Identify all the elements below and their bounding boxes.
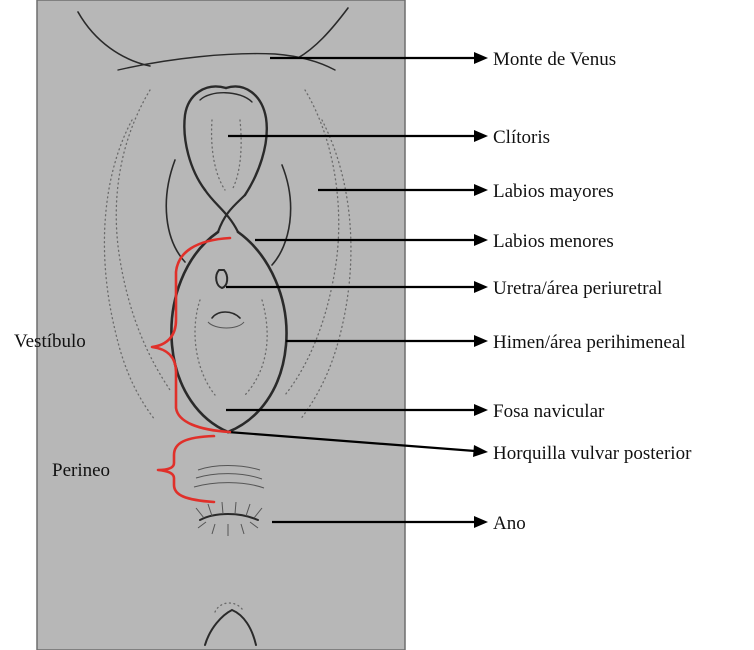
illustration-panel bbox=[37, 0, 405, 650]
label-himen: Himen/área perihimeneal bbox=[493, 332, 686, 353]
label-fosa-navicular: Fosa navicular bbox=[493, 401, 605, 422]
label-monte-de-venus: Monte de Venus bbox=[493, 49, 616, 70]
label-uretra: Uretra/área periuretral bbox=[493, 278, 662, 299]
label-vestibulo: Vestíbulo bbox=[14, 331, 86, 352]
label-horquilla: Horquilla vulvar posterior bbox=[493, 443, 692, 464]
label-labios-mayores: Labios mayores bbox=[493, 181, 614, 202]
label-perineo: Perineo bbox=[52, 460, 110, 481]
label-ano: Ano bbox=[493, 513, 526, 534]
label-labios-menores: Labios menores bbox=[493, 231, 614, 252]
label-clitoris: Clítoris bbox=[493, 127, 550, 148]
